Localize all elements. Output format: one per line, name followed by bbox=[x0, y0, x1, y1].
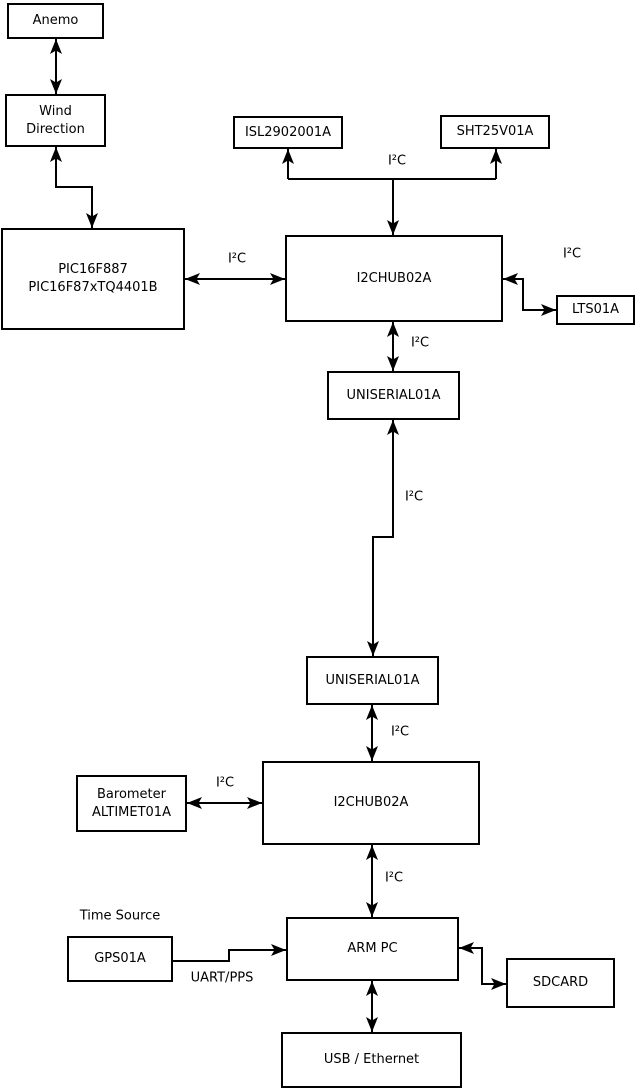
node-sdcard: SDCARD bbox=[506, 958, 615, 1008]
edge-armpc-sdcard bbox=[459, 942, 506, 990]
label-i2c-hub1-lts: I²C bbox=[562, 246, 582, 262]
node-pic-label: PIC16F87xTQ4401B bbox=[28, 280, 158, 295]
node-wind-direction-label: Wind bbox=[39, 103, 72, 119]
edge-wind-pic bbox=[50, 147, 98, 228]
label-i2c-uniserial-link: I²C bbox=[404, 489, 424, 505]
node-arm-pc-label: ARM PC bbox=[347, 941, 398, 957]
node-usb-ethernet-label: USB / Ethernet bbox=[323, 1052, 420, 1068]
node-i2chub-2: I2CHUB02A bbox=[262, 761, 480, 845]
node-i2chub-1-label: I2CHUB02A bbox=[356, 270, 432, 286]
label-uart-pps: UART/PPS bbox=[190, 970, 254, 986]
node-uniserial-2-label: UNISERIAL01A bbox=[325, 672, 420, 688]
node-barometer-label: ALTIMET01A bbox=[92, 804, 171, 820]
label-i2c-hub1-uniserial: I²C bbox=[410, 335, 430, 351]
node-wind-direction-label: Direction bbox=[26, 121, 85, 137]
node-i2chub-2-label: I2CHUB02A bbox=[333, 795, 409, 811]
node-isl2902001a: ISL2902001A bbox=[233, 116, 343, 149]
label-i2c-uniserial-hub2: I²C bbox=[390, 724, 410, 740]
node-usb-ethernet: USB / Ethernet bbox=[281, 1032, 462, 1088]
node-sht25v01a: SHT25V01A bbox=[440, 115, 550, 149]
edge-i2chub1-lts01a bbox=[503, 273, 556, 316]
node-uniserial-1: UNISERIAL01A bbox=[327, 371, 460, 420]
node-barometer-label: Barometer bbox=[97, 786, 166, 802]
node-i2chub-1: I2CHUB02A bbox=[285, 235, 503, 322]
label-time-source: Time Source bbox=[79, 908, 161, 924]
node-gps01a: GPS01A bbox=[67, 936, 173, 982]
node-sdcard-label: SDCARD bbox=[532, 975, 589, 991]
node-uniserial-1-label: UNISERIAL01A bbox=[346, 387, 441, 403]
label-i2c-pic-hub1: I²C bbox=[227, 251, 247, 267]
node-sht25v01a-label: SHT25V01A bbox=[456, 124, 534, 140]
node-isl2902001a-label: ISL2902001A bbox=[244, 124, 332, 140]
label-i2c-barometer-hub2: I²C bbox=[215, 775, 235, 791]
node-uniserial-2: UNISERIAL01A bbox=[306, 656, 439, 705]
node-anemo-label: Anemo bbox=[32, 13, 79, 29]
node-pic-label: PIC16F887 bbox=[58, 262, 128, 278]
node-anemo: Anemo bbox=[7, 3, 104, 39]
node-gps01a-label: GPS01A bbox=[94, 951, 146, 967]
edge-uniserial1-uniserial2 bbox=[367, 420, 399, 656]
label-i2c-sensor-bus: I²C bbox=[387, 153, 407, 169]
edge-gps-armpc bbox=[173, 944, 286, 962]
node-lts01a-label: LTS01A bbox=[571, 302, 620, 318]
node-arm-pc: ARM PC bbox=[286, 917, 459, 981]
node-lts01a: LTS01A bbox=[556, 295, 635, 325]
label-i2c-hub2-armpc: I²C bbox=[384, 870, 404, 886]
